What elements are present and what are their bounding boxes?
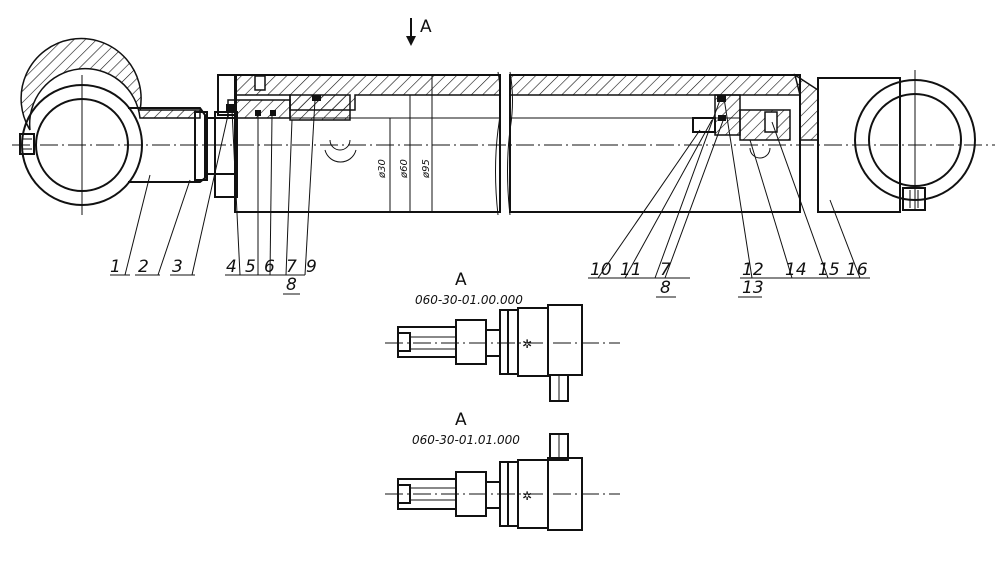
piston-rod — [204, 111, 238, 198]
dimension-bore: ø60 — [399, 159, 410, 179]
callout-8-right: 8 — [660, 278, 671, 298]
callout-11: 11 — [620, 260, 642, 280]
dimension-rod: ø30 — [377, 159, 388, 179]
view-2-title: A — [455, 410, 467, 430]
view-1-code: 060-30-01.00.000 — [415, 293, 523, 307]
callout-3: 3 — [172, 257, 183, 277]
callout-6: 6 — [264, 257, 275, 277]
callout-14: 14 — [785, 260, 807, 280]
callouts-left: 1 2 3 4 5 6 7 8 9 — [110, 99, 317, 295]
dimension-outer: ø95 — [421, 159, 432, 179]
callout-5: 5 — [245, 257, 256, 277]
callout-15: 15 — [818, 260, 840, 280]
view-a-marker-label: A — [420, 17, 432, 37]
cylinder-head-eye-right — [817, 70, 976, 213]
callout-8: 8 — [286, 275, 297, 295]
callout-4: 4 — [226, 257, 237, 277]
callout-10: 10 — [590, 260, 612, 280]
view-2-gear-symbol: ✲ — [522, 489, 532, 503]
view-1-title: A — [455, 270, 467, 290]
callout-7: 7 — [286, 257, 297, 277]
view-a-variant-2: A 060-30-01.01.000 ✲ — [385, 410, 620, 531]
callout-7-right: 7 — [660, 260, 671, 280]
cylinder-body-left — [217, 74, 501, 213]
callout-2: 2 — [138, 257, 149, 277]
callout-12: 12 — [742, 260, 764, 280]
view-2-code: 060-30-01.01.000 — [412, 433, 520, 447]
view-a-marker: A — [406, 17, 432, 46]
callout-13: 13 — [742, 278, 764, 298]
callout-1: 1 — [110, 257, 121, 277]
callouts-right: 10 11 7 8 12 13 14 15 16 — [588, 97, 870, 298]
view-1-gear-symbol: ✲ — [522, 337, 532, 351]
callout-9: 9 — [306, 257, 317, 277]
cylinder-body-right — [509, 73, 819, 213]
view-a-variant-1: A 060-30-01.00.000 ✲ — [385, 270, 620, 402]
callout-16: 16 — [846, 260, 868, 280]
rod-eye-left — [19, 37, 208, 215]
break-line-left — [495, 71, 501, 216]
